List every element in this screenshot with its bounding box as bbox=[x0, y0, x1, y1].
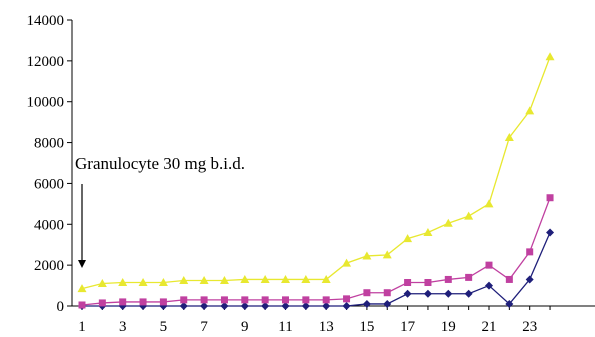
x-tick-label: 11 bbox=[278, 319, 292, 335]
data-point bbox=[78, 301, 86, 309]
data-point bbox=[485, 261, 493, 269]
data-point bbox=[282, 296, 289, 304]
data-point bbox=[240, 274, 250, 283]
data-point bbox=[97, 279, 107, 288]
data-point bbox=[260, 274, 270, 283]
x-tick-label: 23 bbox=[522, 319, 537, 335]
data-point bbox=[119, 298, 127, 306]
series-line bbox=[81, 56, 551, 290]
data-point bbox=[200, 302, 209, 310]
y-tick-label: 8000 bbox=[34, 136, 64, 152]
data-point bbox=[382, 250, 392, 259]
data-point bbox=[301, 302, 310, 310]
data-point bbox=[403, 289, 412, 298]
data-point bbox=[423, 227, 433, 236]
data-point bbox=[362, 299, 371, 308]
data-point bbox=[343, 295, 351, 303]
data-point bbox=[362, 251, 372, 260]
x-tick-label: 15 bbox=[359, 319, 374, 335]
data-point bbox=[159, 298, 167, 306]
data-point bbox=[464, 211, 474, 220]
data-point bbox=[98, 299, 106, 307]
y-tick-label: 0 bbox=[57, 299, 65, 315]
data-point bbox=[179, 302, 188, 310]
data-point bbox=[158, 278, 168, 287]
data-point bbox=[546, 194, 554, 202]
x-tick-label: 19 bbox=[441, 319, 456, 335]
data-point bbox=[443, 218, 453, 227]
data-point bbox=[464, 289, 473, 298]
data-point bbox=[261, 302, 270, 310]
data-point bbox=[77, 284, 87, 293]
x-tick-label: 9 bbox=[241, 319, 249, 335]
data-point bbox=[118, 278, 128, 287]
data-point bbox=[261, 296, 269, 304]
x-tick-label: 7 bbox=[200, 319, 208, 335]
data-point bbox=[526, 248, 534, 256]
data-point bbox=[525, 106, 535, 115]
data-point bbox=[342, 258, 352, 267]
data-point bbox=[504, 132, 514, 141]
y-tick-label: 2000 bbox=[34, 258, 64, 274]
x-tick-label: 3 bbox=[119, 319, 127, 335]
x-tick-label: 1 bbox=[78, 319, 86, 335]
annotation-arrowhead bbox=[78, 260, 86, 268]
data-point bbox=[484, 199, 494, 208]
data-point bbox=[180, 296, 188, 304]
data-point bbox=[424, 279, 432, 287]
data-point bbox=[301, 274, 311, 283]
data-point bbox=[220, 296, 228, 304]
data-point bbox=[423, 289, 432, 298]
series-square bbox=[78, 194, 554, 309]
x-tick-label: 21 bbox=[482, 319, 497, 335]
y-tick-label: 6000 bbox=[34, 176, 64, 192]
data-point bbox=[281, 302, 290, 310]
series-line bbox=[82, 232, 551, 307]
series-triangle bbox=[77, 52, 555, 293]
data-point bbox=[241, 296, 249, 304]
x-tick-label: 13 bbox=[319, 319, 334, 335]
data-point bbox=[220, 302, 229, 310]
data-point bbox=[179, 275, 189, 284]
data-point bbox=[302, 296, 310, 304]
data-point bbox=[383, 299, 392, 308]
annotation-text: Granulocyte 30 mg b.i.d. bbox=[75, 154, 245, 173]
data-point bbox=[322, 302, 331, 310]
data-point bbox=[139, 298, 147, 306]
data-point bbox=[403, 234, 413, 243]
data-point bbox=[505, 275, 513, 283]
y-tick-label: 4000 bbox=[34, 217, 64, 233]
data-point bbox=[525, 275, 534, 284]
series-layer bbox=[77, 52, 555, 310]
data-point bbox=[342, 302, 351, 310]
y-tick-label: 10000 bbox=[27, 95, 65, 111]
data-point bbox=[138, 278, 148, 287]
data-point bbox=[322, 296, 330, 304]
data-point bbox=[383, 289, 391, 297]
data-point bbox=[546, 228, 555, 237]
data-point bbox=[219, 275, 229, 284]
data-point bbox=[404, 279, 412, 287]
data-point bbox=[505, 299, 514, 308]
data-point bbox=[444, 289, 453, 298]
data-point bbox=[545, 52, 555, 61]
data-point bbox=[321, 274, 331, 283]
x-tick-label: 17 bbox=[400, 319, 416, 335]
data-point bbox=[465, 273, 473, 281]
data-point bbox=[200, 296, 208, 304]
data-point bbox=[444, 275, 452, 283]
y-tick-label: 14000 bbox=[27, 13, 65, 29]
data-point bbox=[199, 275, 209, 284]
y-tick-label: 12000 bbox=[27, 54, 65, 70]
data-point bbox=[363, 289, 371, 297]
data-point bbox=[240, 302, 249, 310]
annotation: Granulocyte 30 mg b.i.d. bbox=[75, 154, 245, 268]
data-point bbox=[485, 281, 493, 290]
x-tick-label: 5 bbox=[160, 319, 168, 335]
data-point bbox=[281, 274, 290, 283]
